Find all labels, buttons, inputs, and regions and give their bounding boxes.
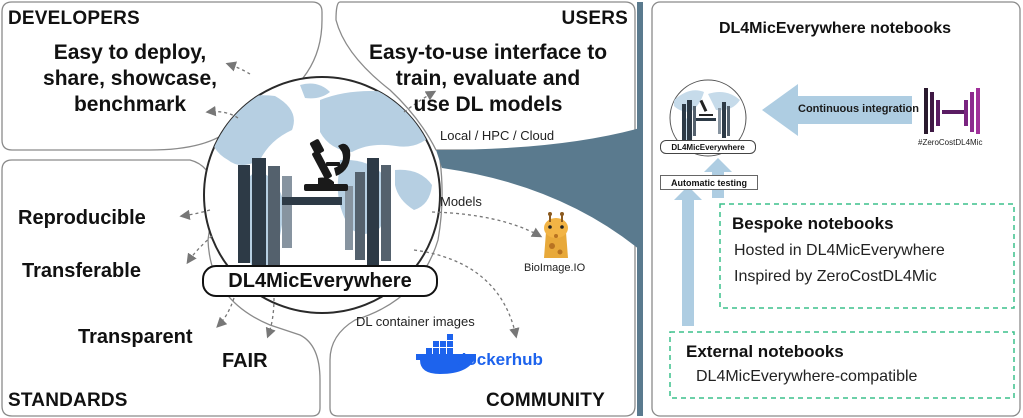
standards-quadrant: [1, 159, 321, 417]
arrow-to-reproducible: [179, 209, 211, 221]
arrow-to-bioimage: [431, 211, 543, 238]
users-text: Easy-to-use interface to train, evaluate…: [346, 40, 630, 118]
right-panel-frame: [651, 1, 1021, 417]
external-line-1: DL4MicEverywhere-compatible: [696, 368, 918, 385]
external-box: [669, 331, 1015, 399]
standard-fair: FAIR: [222, 350, 268, 372]
standards-heading: STANDARDS: [8, 390, 128, 411]
giraffe-icon: [544, 212, 568, 258]
bespoke-box: [719, 203, 1015, 309]
arrow-to-developers: [205, 105, 239, 119]
developers-line-1: Easy to deploy,: [53, 41, 207, 64]
dashed-arrows: [179, 61, 543, 339]
microscope-icon: [304, 139, 351, 191]
standard-transferable: Transferable: [22, 260, 141, 282]
arrow-to-transparent: [216, 297, 235, 328]
ci-arrow: [762, 84, 912, 136]
arrow-to-users: [403, 90, 437, 113]
testing-label: Automatic testing: [660, 175, 758, 190]
arrow-to-fair: [265, 297, 276, 339]
users-line-2: train, evaluate and: [395, 67, 581, 90]
developers-line-2: share, showcase,: [43, 67, 217, 90]
standard-transparent: Transparent: [78, 326, 193, 348]
mini-globe: [669, 79, 747, 157]
developers-text: Easy to deploy, share, showcase, benchma…: [30, 40, 230, 118]
models-label: Models: [440, 194, 482, 209]
arrow-to-dockerhub: [413, 249, 520, 339]
external-title: External notebooks: [686, 342, 844, 361]
community-heading: COMMUNITY: [486, 390, 605, 411]
logo-bars-left: [238, 158, 342, 276]
zerocost-label: #ZeroCostDL4Mic: [918, 138, 983, 147]
right-panel-title: DL4MicEverywhere notebooks: [718, 20, 952, 37]
bespoke-line-1: Hosted in DL4MicEverywhere: [734, 242, 945, 259]
mini-logo-text: DL4MicEverywhere: [671, 142, 745, 152]
center-logo-text: DL4MicEverywhere: [228, 269, 412, 292]
users-line-3: use DL models: [413, 93, 563, 116]
bespoke-title: Bespoke notebooks: [732, 214, 894, 233]
globe: [203, 76, 441, 314]
deployment-label: Local / HPC / Cloud: [440, 128, 555, 143]
developers-line-3: benchmark: [73, 93, 187, 116]
bespoke-line-2: Inspired by ZeroCostDL4Mic: [734, 268, 937, 285]
connector-wedge: [436, 128, 640, 250]
center-logo: DL4MicEverywhere: [202, 265, 438, 297]
testing-text: Automatic testing: [670, 177, 747, 188]
docker-whale-icon: [416, 334, 476, 374]
users-quadrant: [335, 1, 636, 151]
mini-logo-label: DL4MicEverywhere: [660, 140, 756, 154]
community-quadrant: [329, 159, 636, 417]
bioimage-label: BioImage.IO: [524, 262, 586, 274]
standard-reproducible: Reproducible: [18, 207, 146, 229]
zerocost-logo-icon: [924, 88, 980, 134]
container-label: DL container images: [356, 314, 475, 329]
arrow-to-developers-top: [225, 61, 251, 75]
logo-bars-right: [345, 158, 391, 270]
arrow-to-transferable: [186, 235, 213, 265]
users-line-1: Easy-to-use interface to: [368, 41, 608, 64]
ci-label: Continuous integration: [798, 103, 919, 115]
developers-heading: DEVELOPERS: [8, 8, 140, 29]
users-heading: USERS: [561, 8, 628, 29]
dockerhub-logo-text: dockerhub: [456, 350, 543, 369]
